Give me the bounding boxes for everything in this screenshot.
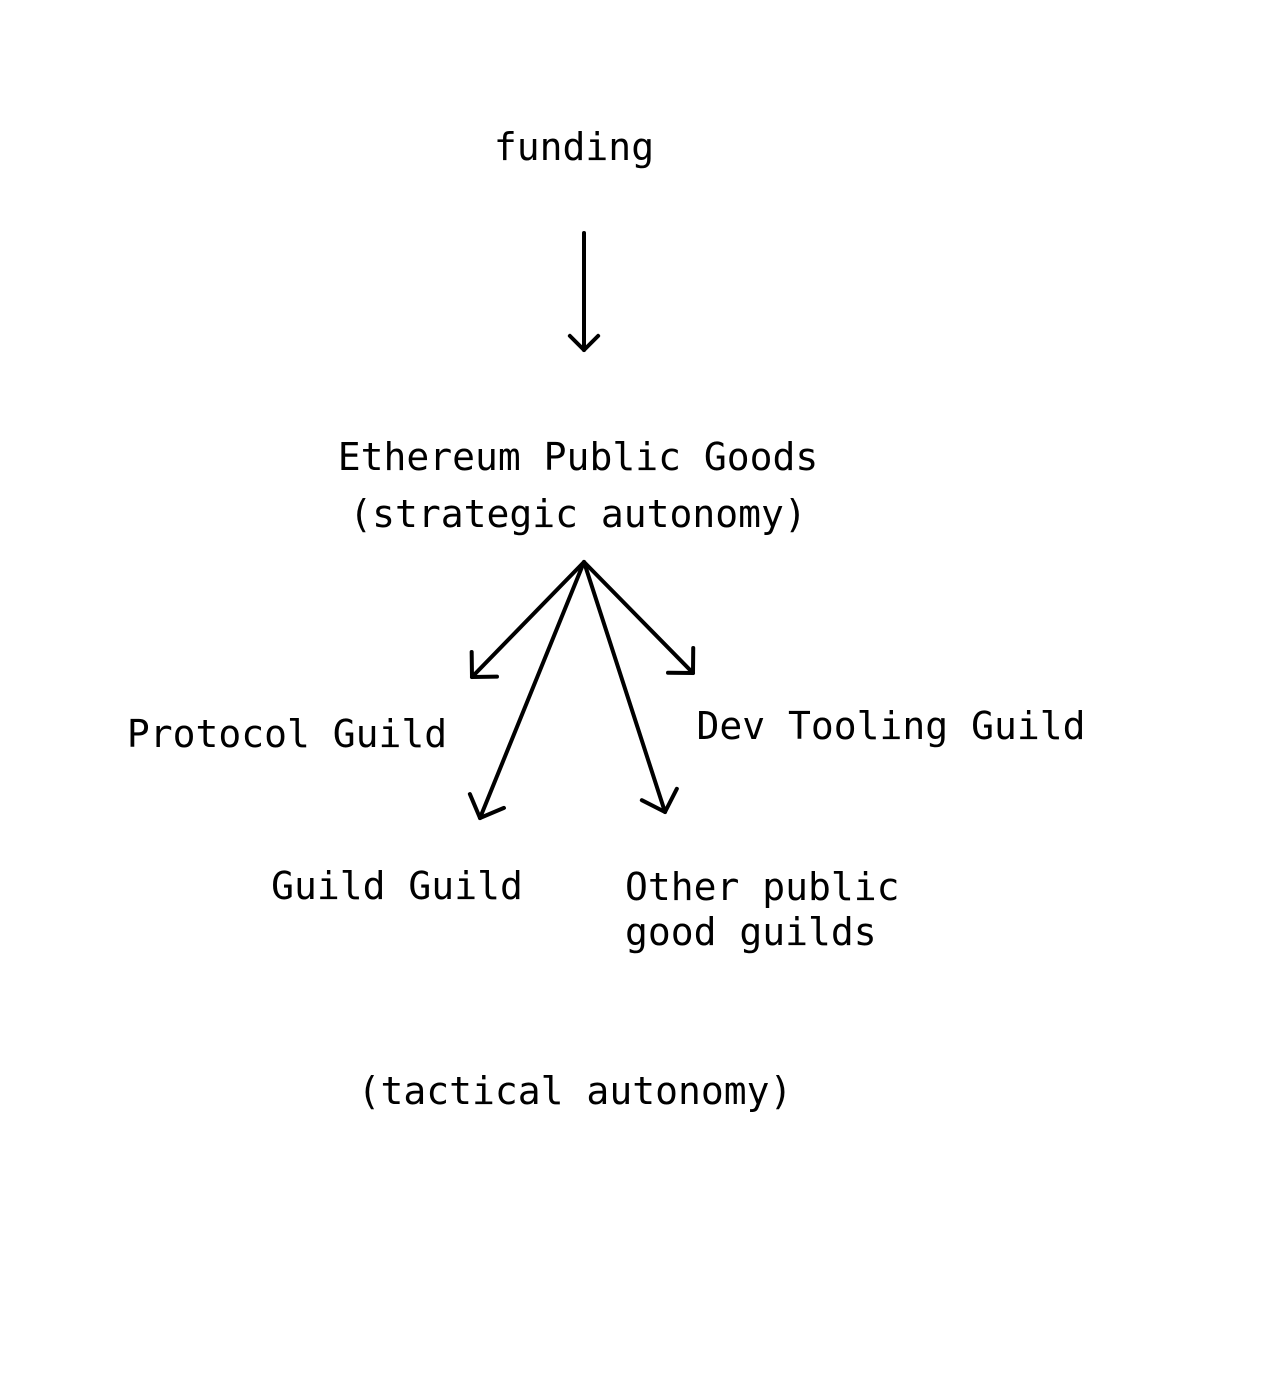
arrow-ethereum-to-other-guilds [582, 560, 679, 814]
arrow-funding-to-ethereum [567, 231, 601, 352]
other-public-good-guilds-node: Other public good guilds [625, 865, 900, 955]
arrow-ethereum-to-protocol-guild [469, 560, 586, 679]
protocol-guild-label: Protocol Guild [126, 712, 448, 756]
funding-label: funding [493, 125, 655, 169]
other-public-good-guilds-line2: good guilds [625, 910, 877, 954]
tactical-autonomy-note: (tactical autonomy) [357, 1069, 793, 1113]
dev-tooling-guild-label: Dev Tooling Guild [696, 704, 1086, 748]
ethereum-public-goods-title: Ethereum Public Goods [337, 435, 819, 479]
arrow-ethereum-to-guild-guild [467, 560, 586, 820]
ethereum-public-goods-node: Ethereum Public Goods (strategic autonom… [338, 429, 818, 543]
strategic-autonomy-note: (strategic autonomy) [349, 492, 807, 536]
other-public-good-guilds-line1: Other public [625, 865, 900, 909]
guild-guild-label: Guild Guild [271, 864, 523, 908]
arrow-ethereum-to-dev-tooling-guild [582, 560, 696, 675]
